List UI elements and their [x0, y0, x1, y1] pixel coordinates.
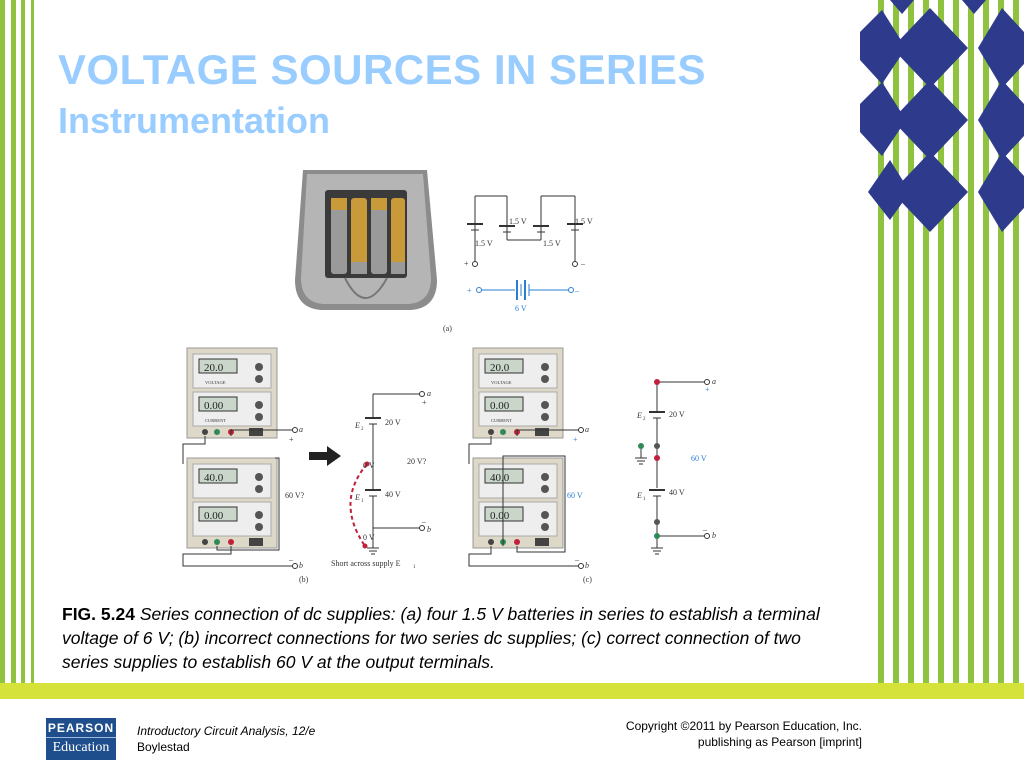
supply-c-bottom — [472, 457, 564, 549]
part-a-plus-left: + — [464, 259, 469, 268]
supply-c-top — [472, 347, 564, 439]
b-e1-label: E — [354, 493, 360, 502]
b-question-total: 60 V? — [285, 491, 305, 500]
c-e2-value: 20 V — [669, 410, 685, 419]
battery-series-schematic — [467, 195, 583, 267]
arrow-icon — [309, 446, 341, 466]
slide-subtitle: Instrumentation — [58, 100, 331, 141]
c-schem-minus: – — [702, 525, 708, 534]
supply-b-wiring — [182, 427, 298, 569]
c-total-60v: 60 V — [567, 491, 583, 500]
b-terminal-b: b — [299, 561, 303, 570]
footer-band — [0, 683, 1024, 699]
b-plus: + — [289, 435, 294, 444]
b-terminal-a: a — [299, 425, 303, 434]
short-circuit-wire — [349, 463, 368, 547]
c-schem-a: a — [712, 377, 716, 386]
supply-b-top-voltage-label: VOLTAGE — [205, 380, 226, 385]
b-schem-b: b — [427, 525, 431, 534]
b-e2-value: 20 V — [385, 418, 401, 427]
b-e1-sub: 1 — [361, 499, 364, 504]
slide-title: VOLTAGE SOURCES IN SERIES — [58, 46, 707, 93]
battery-label-4: 1.5 V — [543, 239, 561, 248]
b-minus: – — [288, 555, 294, 564]
book-author: Boylestad — [137, 740, 190, 754]
copyright-line-1: Copyright ©2011 by Pearson Education, In… — [625, 719, 862, 733]
pearson-logo: PEARSON Education — [46, 718, 116, 760]
figure-caption: FIG. 5.24 Series connection of dc suppli… — [62, 602, 852, 674]
battery-label-1: 1.5 V — [509, 217, 527, 226]
b-e1-value: 40 V — [385, 490, 401, 499]
supply-b-bottom-current: 0.00 — [204, 510, 224, 522]
logo-bottom-text: Education — [52, 740, 110, 755]
supply-c-wiring — [468, 427, 584, 569]
caption-text: Series connection of dc supplies: (a) fo… — [62, 604, 820, 672]
figure-5-24: 1.5 V 1.5 V 1.5 V 1.5 V + – 6 V + – (a) … — [182, 170, 716, 584]
supply-b-top-current-label: CURRENT — [205, 418, 226, 423]
total-6v-label: 6 V — [515, 304, 527, 313]
c-e2-sub: 2 — [643, 417, 646, 422]
battery-label-2: 1.5 V — [475, 239, 493, 248]
supply-b-top-voltage: 20.0 — [204, 362, 224, 374]
b-zero-v-2: 0 V — [363, 533, 375, 542]
diamond-pattern — [860, 0, 1024, 232]
supply-c-bottom-voltage: 40.0 — [490, 472, 510, 484]
battery-label-3: 1.5 V — [575, 217, 593, 226]
c-terminal-a: a — [585, 425, 589, 434]
part-a-label: (a) — [443, 324, 452, 333]
footer-copyright: Copyright ©2011 by Pearson Education, In… — [560, 718, 862, 750]
b-zero-v-1: 0 V — [363, 461, 375, 470]
b-question-mid: 20 V? — [407, 457, 427, 466]
eq-minus: – — [574, 286, 580, 295]
b-e2-label: E — [354, 421, 360, 430]
copyright-line-2: publishing as Pearson [imprint] — [697, 735, 862, 749]
supply-b-bottom — [186, 457, 278, 549]
supply-c-top-voltage-label: VOLTAGE — [491, 380, 512, 385]
supply-b-top-current: 0.00 — [204, 400, 224, 412]
b-short-note: Short across supply E — [331, 559, 401, 568]
part-c-label: (c) — [583, 575, 592, 584]
b-schem-a: a — [427, 389, 431, 398]
logo-top-text: PEARSON — [47, 721, 115, 735]
c-plus: + — [573, 435, 578, 444]
book-title: Introductory Circuit Analysis, 12/e — [137, 724, 316, 738]
supply-c-top-current: 0.00 — [490, 400, 510, 412]
c-e1-label: E — [636, 491, 642, 500]
c-schem-plus: + — [705, 385, 710, 394]
b-schem-minus: – — [421, 517, 427, 526]
schematic-b — [349, 391, 425, 555]
supply-c-top-current-label: CURRENT — [491, 418, 512, 423]
eq-plus: + — [467, 286, 472, 295]
equivalent-6v-source — [476, 280, 574, 300]
c-schem-b: b — [712, 531, 716, 540]
c-e2-label: E — [636, 411, 642, 420]
footer-book: Introductory Circuit Analysis, 12/e Boyl… — [137, 723, 315, 755]
c-e1-sub: 1 — [643, 497, 646, 502]
b-e2-sub: 2 — [361, 427, 364, 432]
b-schem-plus: + — [422, 398, 427, 407]
supply-b-bottom-voltage: 40.0 — [204, 472, 224, 484]
b-short-note-sub: 1 — [413, 565, 416, 570]
schematic-c — [635, 379, 710, 555]
c-minus: – — [574, 555, 580, 564]
part-b-label: (b) — [299, 575, 309, 584]
c-terminal-b: b — [585, 561, 589, 570]
battery-holder-photo — [295, 170, 437, 310]
caption-fig-label: FIG. 5.24 — [62, 604, 135, 624]
c-60v-schem: 60 V — [691, 454, 707, 463]
c-e1-value: 40 V — [669, 488, 685, 497]
supply-b-top — [186, 347, 278, 439]
supply-c-top-voltage: 20.0 — [490, 362, 510, 374]
part-a-minus-right: – — [580, 259, 586, 268]
supply-c-bottom-current: 0.00 — [490, 510, 510, 522]
